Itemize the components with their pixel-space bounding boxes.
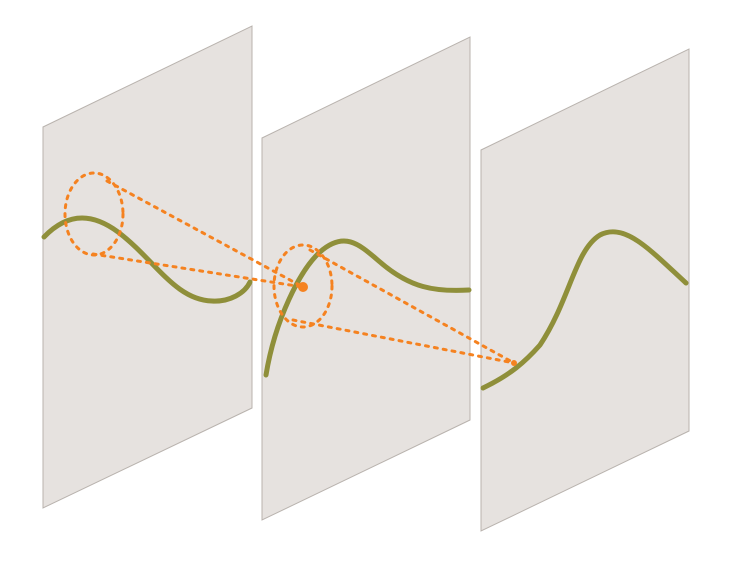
projection-line-1b	[91, 252, 305, 289]
curve-2	[263, 238, 472, 378]
neighborhood-circle-2	[272, 243, 334, 329]
curve-1	[41, 215, 253, 304]
projection-lines	[91, 179, 516, 365]
neighborhood-circle-1	[63, 171, 125, 257]
center-point	[298, 282, 308, 292]
projection-line-2b	[291, 318, 516, 365]
projection-line-1a	[105, 179, 305, 289]
panel-3	[480, 48, 690, 532]
projection-line-2a	[308, 248, 516, 365]
target-point	[511, 360, 517, 366]
curve-3	[480, 229, 689, 391]
panel-1	[42, 25, 253, 509]
panel-2	[261, 36, 471, 521]
